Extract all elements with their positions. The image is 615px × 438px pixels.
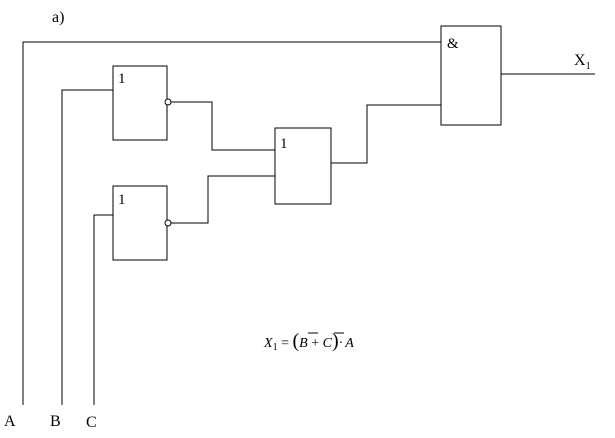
formula-lhs-sub: 1 — [273, 342, 278, 353]
formula-b: B — [299, 336, 308, 351]
formula-lhs: X — [263, 336, 273, 351]
not-gate-b-label: 1 — [118, 71, 126, 87]
wire-c — [93, 214, 113, 405]
wire-or-to-and — [331, 104, 441, 164]
and-gate — [440, 25, 502, 126]
wire-not-c-to-or — [171, 175, 275, 224]
or-gate — [274, 127, 332, 205]
and-gate-label: & — [447, 36, 459, 52]
wire-b — [61, 89, 113, 405]
formula-a: A — [344, 336, 354, 351]
input-label-c: C — [86, 414, 97, 431]
boolean-formula: X1 = (B + C)·A — [263, 330, 354, 353]
or-gate-label: 1 — [280, 136, 288, 152]
formula-close-paren: ) — [332, 330, 339, 352]
formula-plus: + — [308, 336, 323, 351]
not-gate-b — [112, 65, 168, 141]
input-label-a: A — [4, 413, 16, 430]
not-gate-c — [112, 185, 168, 261]
formula-open-paren: ( — [292, 330, 299, 352]
not-gate-c-label: 1 — [118, 192, 126, 208]
input-label-b: B — [50, 413, 61, 430]
wire-not-b-to-or — [171, 101, 275, 151]
wire-a — [22, 41, 441, 405]
figure-title: a) — [52, 9, 64, 26]
formula-c: C — [323, 336, 333, 351]
output-label: X1 — [574, 52, 591, 72]
svg-text:X1 = (B + C)·A: X1 = (B + C)·A — [263, 330, 354, 353]
formula-eq: = — [278, 336, 293, 351]
formula-dot: · — [339, 336, 344, 351]
not-gate-b-inversion-bubble — [164, 98, 172, 106]
not-gate-c-inversion-bubble — [164, 219, 172, 227]
